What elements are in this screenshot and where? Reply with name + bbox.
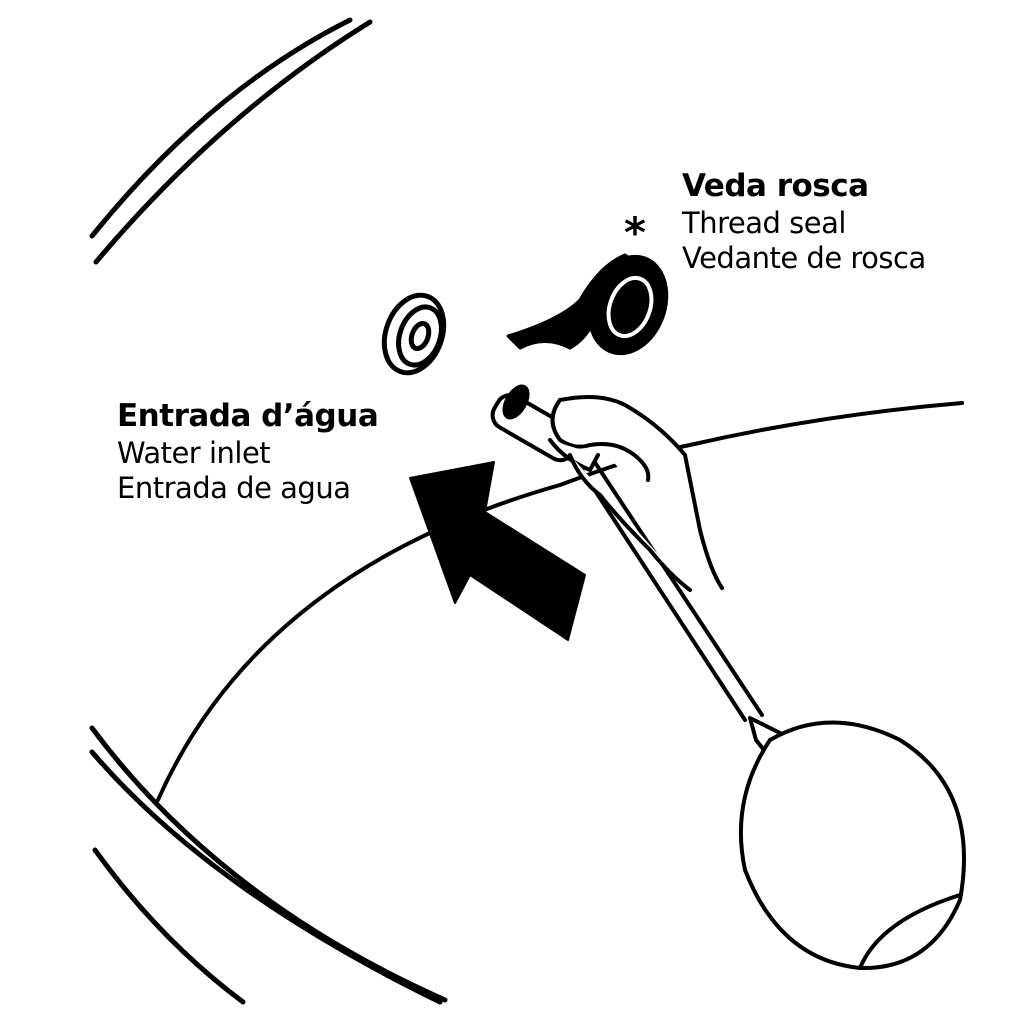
water-inlet-title: Entrada d’água [117, 398, 379, 434]
thread-seal-label: Veda rosca Thread seal Vedante de rosca [682, 168, 926, 277]
hand [548, 395, 724, 592]
water-inlet-english: Water inlet [117, 435, 271, 470]
water-inlet-hose [490, 384, 966, 971]
water-inlet-label: Entrada d’água Water inlet Entrada de ag… [117, 398, 379, 507]
water-inlet-spanish: Entrada de agua [117, 471, 351, 506]
appliance-rim-top [89, 17, 373, 265]
asterisk-icon: * [624, 208, 646, 257]
appliance-rim-bottom [89, 725, 448, 1005]
thread-seal-english: Thread seal [682, 205, 846, 240]
thread-seal-title: Veda rosca [682, 168, 869, 204]
thread-seal-tape-roll [506, 253, 669, 356]
thread-seal-spanish: Vedante de rosca [682, 241, 926, 276]
rubber-washer [381, 292, 447, 376]
direction-arrow [409, 461, 586, 641]
appliance-body-curve [156, 401, 964, 802]
